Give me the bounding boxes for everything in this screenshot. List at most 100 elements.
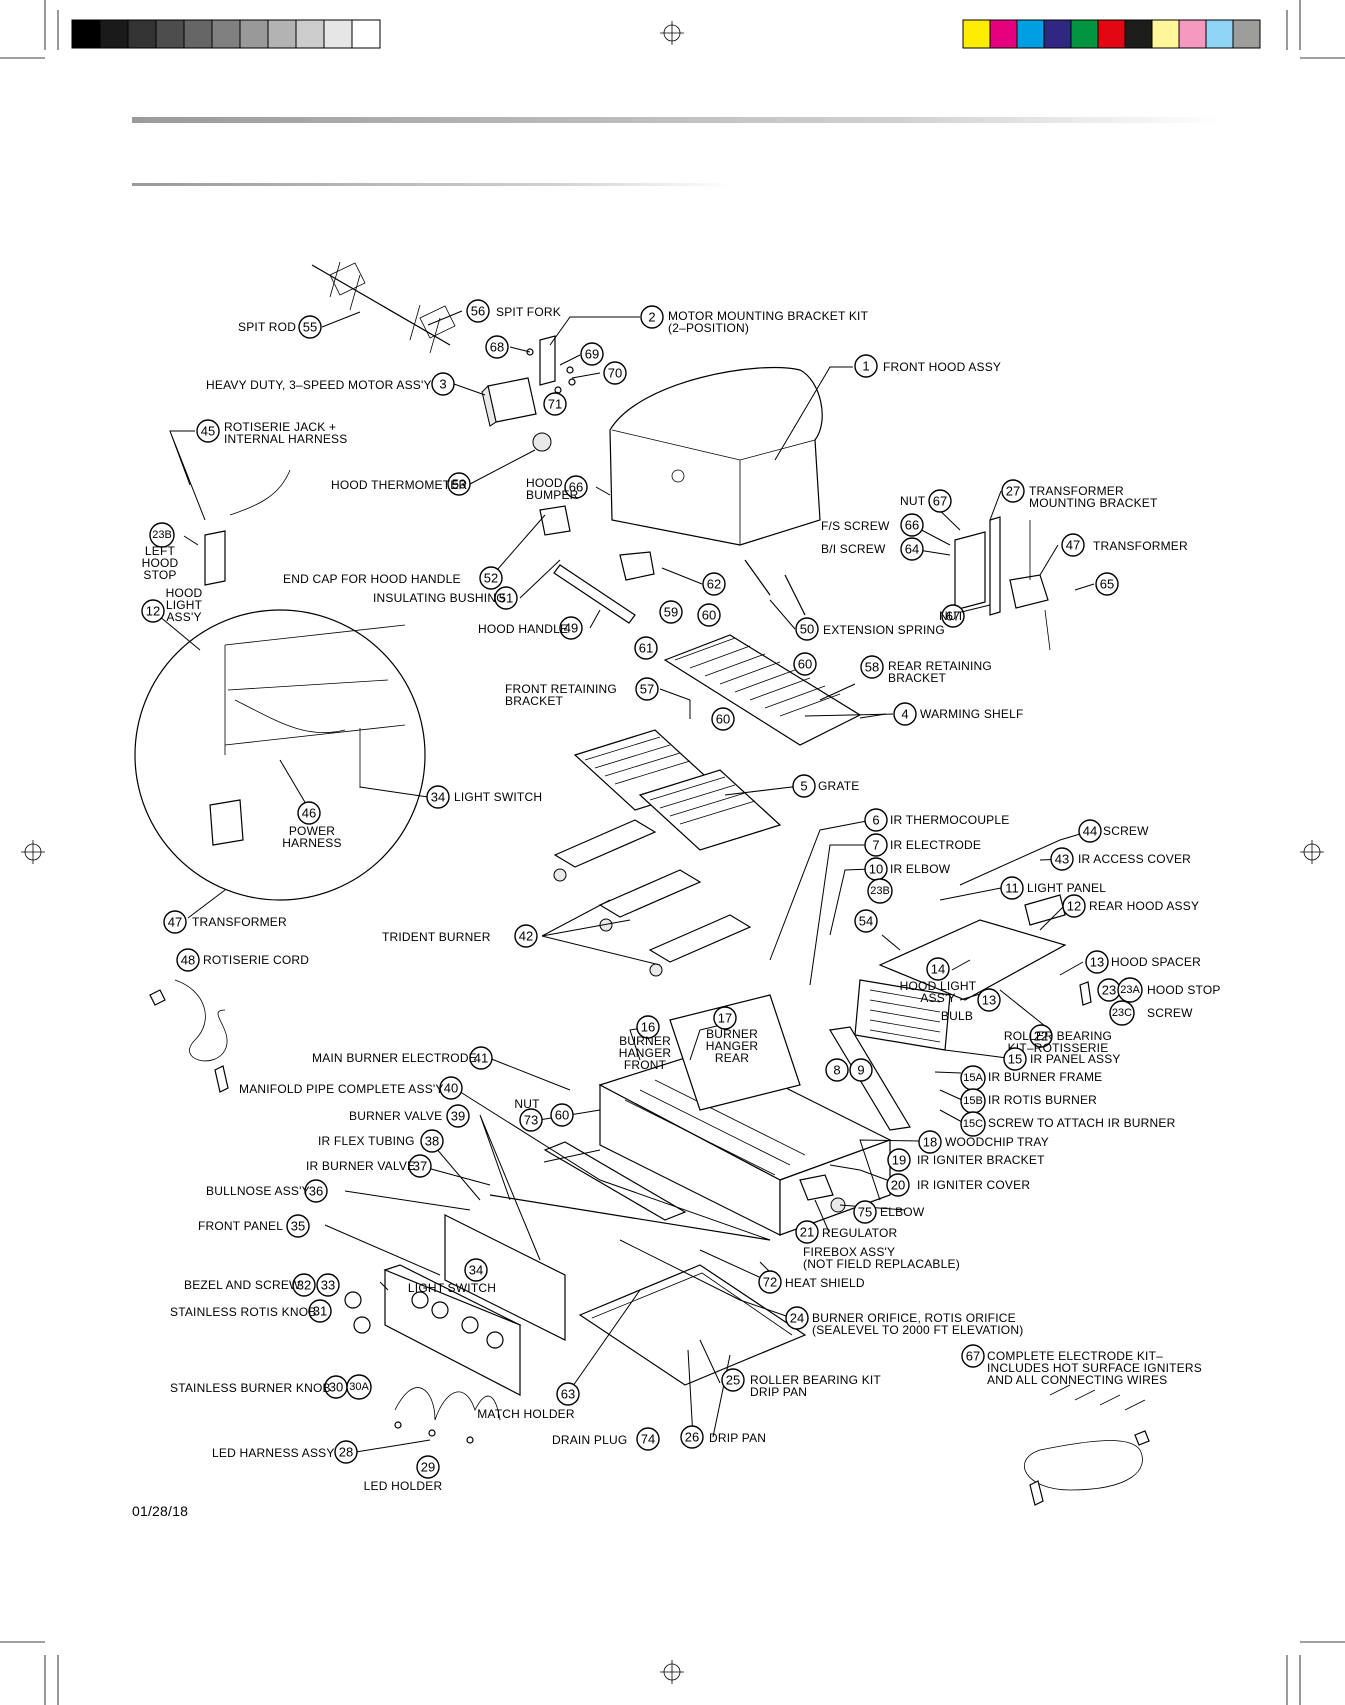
callout-label: HOOD <box>142 556 179 570</box>
callout-number: 29 <box>421 1460 435 1475</box>
color-swatch <box>989 19 1018 49</box>
callout-number: 2 <box>648 310 655 325</box>
callout-label: HANGER <box>619 1046 672 1060</box>
callout-label: POWER <box>289 824 335 838</box>
callout-number: 12 <box>1067 899 1081 914</box>
callout-label: IR THERMOCOUPLE <box>890 813 1009 827</box>
callout-bubble <box>825 1058 849 1082</box>
callout-label: COMPLETE ELECTRODE KIT– <box>987 1349 1163 1363</box>
callout-label: IR PANEL ASSY <box>1030 1052 1121 1066</box>
gray-swatch <box>239 19 269 49</box>
callout-bubble <box>785 1306 809 1330</box>
callout-number: 66 <box>569 480 583 495</box>
callout-bubble <box>635 677 659 701</box>
callout-label: F/S SCREW <box>821 519 890 533</box>
callout-number: 67 <box>933 494 947 509</box>
callout-number: 71 <box>548 397 562 412</box>
callout-bubble <box>1029 1024 1053 1048</box>
callout-label: DRIP PAN <box>709 1431 766 1445</box>
callout-number: 15B <box>963 1095 983 1107</box>
callout-label: STAINLESS BURNER KNOB <box>170 1381 331 1395</box>
callout-number: 73 <box>524 1113 538 1128</box>
callout-bubble <box>893 702 917 726</box>
callout-number: 48 <box>181 953 195 968</box>
callout-label: DRAIN PLUG <box>552 1433 627 1447</box>
callout-60: 60 <box>550 1103 574 1127</box>
callout-number: 23 <box>1102 983 1116 998</box>
callout-label: FRONT RETAINING <box>505 682 617 696</box>
callout-label: HOOD SPACER <box>1111 955 1201 969</box>
callout-bubble <box>793 652 817 676</box>
color-swatch <box>1178 19 1207 49</box>
callout-label: TRANSFORMER <box>1029 484 1124 498</box>
callout-number: 26 <box>685 1430 699 1445</box>
callout-label: WARMING SHELF <box>920 707 1024 721</box>
callout-number: 30A <box>349 1381 369 1393</box>
callout-number: 35 <box>291 1219 305 1234</box>
callout-70: 70 <box>603 361 627 385</box>
callout-number: 54 <box>859 914 873 929</box>
callout-label: BULLNOSE ASS'Y <box>206 1184 310 1198</box>
callout-label: BURNER <box>619 1034 671 1048</box>
callout-bubble <box>887 1148 911 1172</box>
callout-label: FRONT <box>624 1058 667 1072</box>
gray-swatch <box>323 19 353 49</box>
callout-bubble <box>795 1220 819 1244</box>
callout-bubble <box>420 1129 444 1153</box>
callout-label: HOOD THERMOMETER <box>331 478 467 492</box>
callout-number: 61 <box>639 641 653 656</box>
callout-number: 16 <box>641 1020 655 1035</box>
callout-bubble <box>196 419 220 443</box>
callout-bubble <box>1001 479 1025 503</box>
gray-swatch <box>351 19 381 49</box>
gray-swatch <box>183 19 213 49</box>
callout-number: 23B <box>152 529 172 541</box>
callout-label: LIGHT <box>166 598 203 612</box>
callout-bubble <box>1003 1047 1027 1071</box>
callout-number: 69 <box>585 347 599 362</box>
callout-bubble <box>860 655 884 679</box>
color-swatch <box>1232 19 1261 49</box>
callout-number: 53 <box>452 477 466 492</box>
callout-label: NUT <box>900 494 926 508</box>
callout-bubble <box>849 1058 873 1082</box>
callout-bubble <box>636 1015 660 1039</box>
callout-label: HANGER <box>706 1039 759 1053</box>
callout-9: 9 <box>849 1058 873 1082</box>
callout-label: B/I SCREW <box>821 542 886 556</box>
callout-number: 41 <box>474 1051 488 1066</box>
callout-number: 31 <box>313 1304 327 1319</box>
callout-label: HEAT SHIELD <box>785 1276 865 1290</box>
callout-label: IR FLEX TUBING <box>318 1134 415 1148</box>
callout-23B: 23B <box>867 878 893 904</box>
callout-bubble <box>426 785 450 809</box>
callout-bubble <box>298 315 322 339</box>
registration-targets <box>21 21 1324 1684</box>
callout-bubble <box>792 774 816 798</box>
callout-label: BRACKET <box>505 694 564 708</box>
callout-59: 59 <box>659 600 683 624</box>
callout-bubble <box>941 604 965 628</box>
callout-number: 66 <box>905 518 919 533</box>
callout-number: 67 <box>966 1349 980 1364</box>
callout-bubble <box>640 305 664 329</box>
callout-26: 26 DRIP PAN <box>680 1425 766 1449</box>
callout-bubble <box>886 1173 910 1197</box>
callout-number: 3 <box>439 377 446 392</box>
